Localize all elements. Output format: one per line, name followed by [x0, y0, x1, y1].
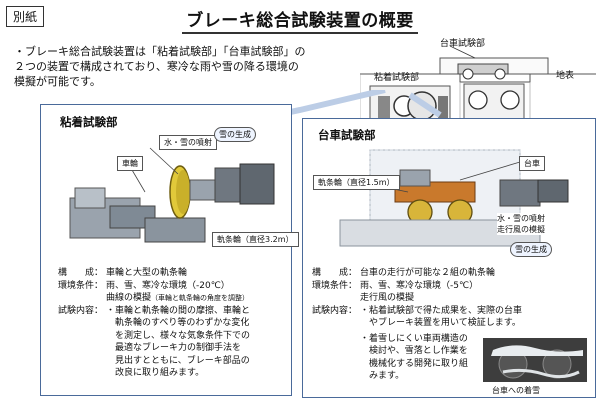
test-line: ・粘着試験部で得た成果を、実際の台車: [360, 305, 523, 316]
schematic-label-bogie: 台車試験部: [440, 39, 486, 49]
callout-snow: 雪の生成: [214, 127, 256, 142]
env-note: （車輪と軌条輪の角度を調整）: [151, 294, 250, 302]
callout-bogie: 台車: [519, 156, 545, 171]
snow-photo-image: [483, 338, 587, 382]
bogie-panel-title: 台車試験部: [318, 128, 376, 142]
test-line: やブレーキ装置を用いて検証します。: [360, 318, 521, 328]
callout-rail-wheel: 軌条輪（直径3.2m）: [212, 232, 299, 247]
adhesion-panel: [40, 104, 292, 396]
adhesion-machine-illustration: [69, 147, 275, 243]
test-key: 試験内容：: [58, 305, 104, 316]
env-key: 環境条件：: [58, 280, 104, 291]
schematic-label-adhesion: 粘着試験部: [374, 73, 420, 83]
facility-schematic: [360, 45, 596, 128]
callout-rail-wheel: 軌条輪（直径1.5m）: [313, 175, 400, 190]
comp-value: 台車の走行が可能な２組の軌条輪: [360, 268, 496, 278]
adhesion-description: 構 成：車輪と大型の軌条輪 環境条件：雨、雪、寒冷な環境（-20℃） 曲線の模擬…: [58, 267, 288, 380]
page-title-text: ブレーキ総合試験装置の概要: [182, 11, 418, 34]
env-value-1: 雨、雪、寒冷な環境（-5℃）: [360, 280, 479, 291]
callout-spray-wind: 水・雪の噴射 走行風の模擬: [497, 213, 545, 235]
intro-line-2: ２つの装置で構成されており、寒冷な雨や雪の降る環境の: [14, 60, 299, 73]
callout-wind: 走行風の模擬: [497, 225, 545, 234]
test-line: 検討や、雪落とし作業を: [360, 346, 468, 356]
test-lines-2: ・着雪しにくい車両構造の 検討や、雪落とし作業を 機械化する開発に取り組 みます…: [360, 333, 592, 383]
test-line: 改良に取り組みます。: [106, 368, 205, 378]
bogie-description: 構 成：台車の走行が可能な２組の軌条輪 環境条件：雨、雪、寒冷な環境（-5℃） …: [312, 267, 592, 383]
bogie-machine-illustration: [339, 149, 569, 247]
adhesion-panel-title: 粘着試験部: [60, 115, 118, 129]
test-line: みます。: [360, 371, 405, 381]
intro-line-3: 模擬が可能です。: [14, 75, 101, 88]
appendix-tag: 別紙: [6, 6, 45, 27]
leader-lines: [290, 90, 442, 118]
comp-key: 構 成：: [58, 268, 104, 278]
comp-value: 車輪と大型の軌条輪: [106, 268, 188, 278]
test-line: 機械化する開発に取り組: [360, 358, 469, 369]
callout-wheel: 車輪: [117, 156, 143, 171]
comp-key: 構 成：: [312, 268, 358, 278]
callout-spray: 水・雪の噴射: [497, 214, 545, 223]
callout-snow: 雪の生成: [510, 242, 552, 257]
test-line: 軌条輪のすべり等のわずかな変化: [106, 318, 250, 328]
test-line: 最適なブレーキ力の制御手法を: [106, 343, 242, 353]
env-value-2: 曲線の模擬: [106, 293, 152, 303]
schematic-label-ground: 地表: [556, 71, 575, 81]
test-line: ・車輪と軌条輪の間の摩擦、車輪と: [106, 305, 251, 316]
callout-spray: 水・雪の噴射: [159, 135, 217, 150]
intro-text: ・ブレーキ総合試験装置は「粘着試験部」「台車試験部」の ２つの装置で構成されてお…: [14, 44, 364, 89]
env-value-2: 走行風の模擬: [360, 293, 415, 303]
photo-caption: 台車への着雪: [492, 386, 540, 395]
test-key: 試験内容：: [312, 305, 358, 316]
test-line: ・着雪しにくい車両構造の: [360, 333, 468, 344]
env-value-1: 雨、雪、寒冷な環境（-20℃）: [106, 280, 230, 291]
env-key: 環境条件：: [312, 280, 358, 291]
test-line: を測定し、様々な気象条件下での: [106, 330, 251, 341]
snow-photo: [483, 338, 587, 382]
intro-line-1: ・ブレーキ総合試験装置は「粘着試験部」「台車試験部」の: [14, 45, 306, 58]
page-title: ブレーキ総合試験装置の概要: [0, 6, 600, 34]
test-line: 見出すとともに、ブレーキ部品の: [106, 355, 250, 366]
